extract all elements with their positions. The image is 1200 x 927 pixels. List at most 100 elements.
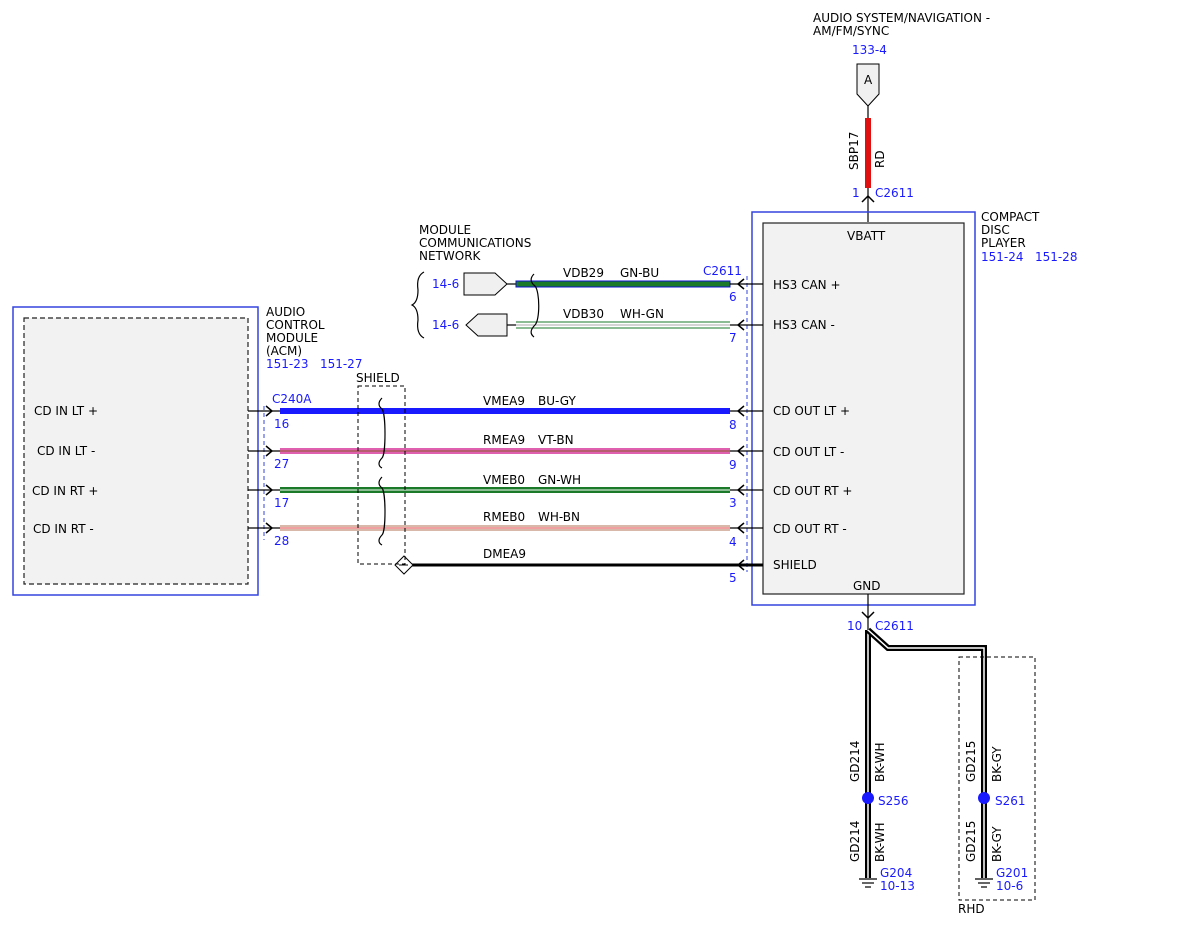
acm-title-1: AUDIO: [266, 305, 305, 319]
dmea9-cdp-pin: 5: [729, 571, 737, 585]
network-connector-in: [465, 313, 508, 337]
top-connector-letter: A: [864, 73, 873, 87]
network-title-1: MODULE: [419, 223, 471, 237]
power-pin-number: 1: [852, 186, 860, 200]
top-system-title-1: AUDIO SYSTEM/NAVIGATION -: [813, 11, 990, 25]
ground-g201-symbol: [975, 878, 993, 888]
wire-rmea9-circuit: RMEA9: [483, 433, 525, 447]
cdp-pin-cd-out-rt-minus: CD OUT RT -: [773, 522, 847, 536]
network-ref-2[interactable]: 14-6: [432, 318, 459, 332]
cdp-title-1: COMPACT: [981, 210, 1040, 224]
acm-connector-label[interactable]: C240A: [272, 392, 312, 406]
vmeb0-acm-pin: 17: [274, 496, 289, 510]
splice-s261-label[interactable]: S261: [995, 794, 1026, 808]
acm-refs[interactable]: 151-23 151-27: [266, 357, 362, 371]
gd214-color-2: BK-WH: [873, 822, 887, 862]
gd215-circuit: GD215: [964, 741, 978, 782]
splice-s256: [862, 792, 874, 804]
cdp-vbatt-label: VBATT: [847, 229, 886, 243]
rhd-option-label: RHD: [958, 902, 985, 916]
cdp-pin-cd-out-lt-plus: CD OUT LT +: [773, 404, 850, 418]
gd214-circuit-2: GD214: [848, 821, 862, 862]
acm-title-4: (ACM): [266, 344, 302, 358]
ground-g204-ref[interactable]: 10-13: [880, 879, 915, 893]
gnd-pin-number: 10: [847, 619, 862, 633]
power-wire-color: RD: [873, 150, 887, 168]
gd215-circuit-2: GD215: [964, 821, 978, 862]
wire-vdb30-circuit: VDB30: [563, 307, 604, 321]
wire-gd215[interactable]: [865, 627, 987, 878]
cdp-pin-hs3-can-plus: HS3 CAN +: [773, 278, 841, 292]
power-wire-circuit: SBP17: [847, 132, 861, 170]
cdp-pin-cd-out-rt-plus: CD OUT RT +: [773, 484, 852, 498]
power-pin-arrow: [861, 194, 875, 203]
cdp-pin-shield: SHIELD: [773, 558, 817, 572]
acm-title-3: MODULE: [266, 331, 318, 345]
wire-vmeb0-color: GN-WH: [538, 473, 581, 487]
acm-pin-arrows: [265, 405, 274, 534]
gd214-color: BK-WH: [873, 742, 887, 782]
top-system-ref[interactable]: 133-4: [852, 43, 887, 57]
ground-g204-symbol: [859, 878, 877, 888]
wire-rmeb0-color: WH-BN: [538, 510, 580, 524]
shield-box: [357, 385, 406, 565]
rt-twist-symbol: [378, 476, 386, 546]
wire-rmea9[interactable]: [280, 448, 730, 454]
wire-vmea9[interactable]: [280, 408, 730, 414]
top-system-title-2: AM/FM/SYNC: [813, 24, 889, 38]
wire-rmea9-color: VT-BN: [538, 433, 574, 447]
ground-g204-label[interactable]: G204: [880, 866, 912, 880]
vdb30-pin-number: 7: [729, 331, 737, 345]
rhd-option-box: [958, 656, 1036, 901]
rmea9-cdp-pin: 9: [729, 458, 737, 472]
wire-vmeb0-circuit: VMEB0: [483, 473, 525, 487]
cdp-gnd-label: GND: [853, 579, 881, 593]
splice-s256-label[interactable]: S256: [878, 794, 909, 808]
ground-g201-ref[interactable]: 10-6: [996, 879, 1023, 893]
cdp-module-outline[interactable]: [751, 211, 976, 606]
top-connector-a: [856, 63, 880, 107]
cdp-pin-hs3-can-minus: HS3 CAN -: [773, 318, 835, 332]
wire-rmeb0[interactable]: [280, 525, 730, 531]
can-connector-label[interactable]: C2611: [703, 264, 742, 278]
cdp-title-3: PLAYER: [981, 236, 1026, 250]
wire-dmea9-circuit: DMEA9: [483, 547, 526, 561]
vdb29-pin-number: 6: [729, 290, 737, 304]
wire-vmea9-color: BU-GY: [538, 394, 576, 408]
power-wire: [865, 118, 871, 188]
gd214-circuit: GD214: [848, 741, 862, 782]
wire-vdb30[interactable]: [516, 321, 730, 329]
wire-rmeb0-circuit: RMEB0: [483, 510, 525, 524]
wire-vdb29-circuit: VDB29: [563, 266, 604, 280]
wire-vmea9-circuit: VMEA9: [483, 394, 525, 408]
ground-g201-label[interactable]: G201: [996, 866, 1028, 880]
cdp-pin-cd-out-lt-minus: CD OUT LT -: [773, 445, 844, 459]
lt-twist-symbol: [378, 397, 386, 469]
cdp-pin-arrows: [736, 405, 745, 571]
rmeb0-cdp-pin: 4: [729, 535, 737, 549]
vmea9-acm-pin: 16: [274, 417, 289, 431]
acm-pin-cd-in-rt-minus: CD IN RT -: [33, 522, 94, 536]
network-title-3: NETWORK: [419, 249, 482, 263]
power-connector[interactable]: C2611: [875, 186, 914, 200]
cdp-module-body: [762, 222, 965, 595]
acm-pin-cd-in-lt-plus: CD IN LT +: [34, 404, 98, 418]
vdb30-pin-arrow: [736, 319, 745, 331]
shield-label: SHIELD: [356, 371, 400, 385]
cdp-refs[interactable]: 151-24 151-28: [981, 250, 1077, 264]
gnd-connector[interactable]: C2611: [875, 619, 914, 633]
network-brace: [410, 271, 425, 339]
wire-vmeb0[interactable]: [280, 487, 730, 493]
acm-pin-cd-in-lt-minus: CD IN LT -: [37, 444, 95, 458]
wire-vdb30-color: WH-GN: [620, 307, 664, 321]
vmeb0-cdp-pin: 3: [729, 496, 737, 510]
acm-title-2: CONTROL: [266, 318, 325, 332]
network-connector-out: [463, 272, 508, 296]
wire-vdb29-color: GN-BU: [620, 266, 659, 280]
acm-module-body: [23, 317, 249, 585]
gd215-color-2: BK-GY: [990, 826, 1004, 862]
wire-vdb29[interactable]: [515, 280, 731, 288]
network-ref-1[interactable]: 14-6: [432, 277, 459, 291]
acm-pin-cd-in-rt-plus: CD IN RT +: [32, 484, 98, 498]
